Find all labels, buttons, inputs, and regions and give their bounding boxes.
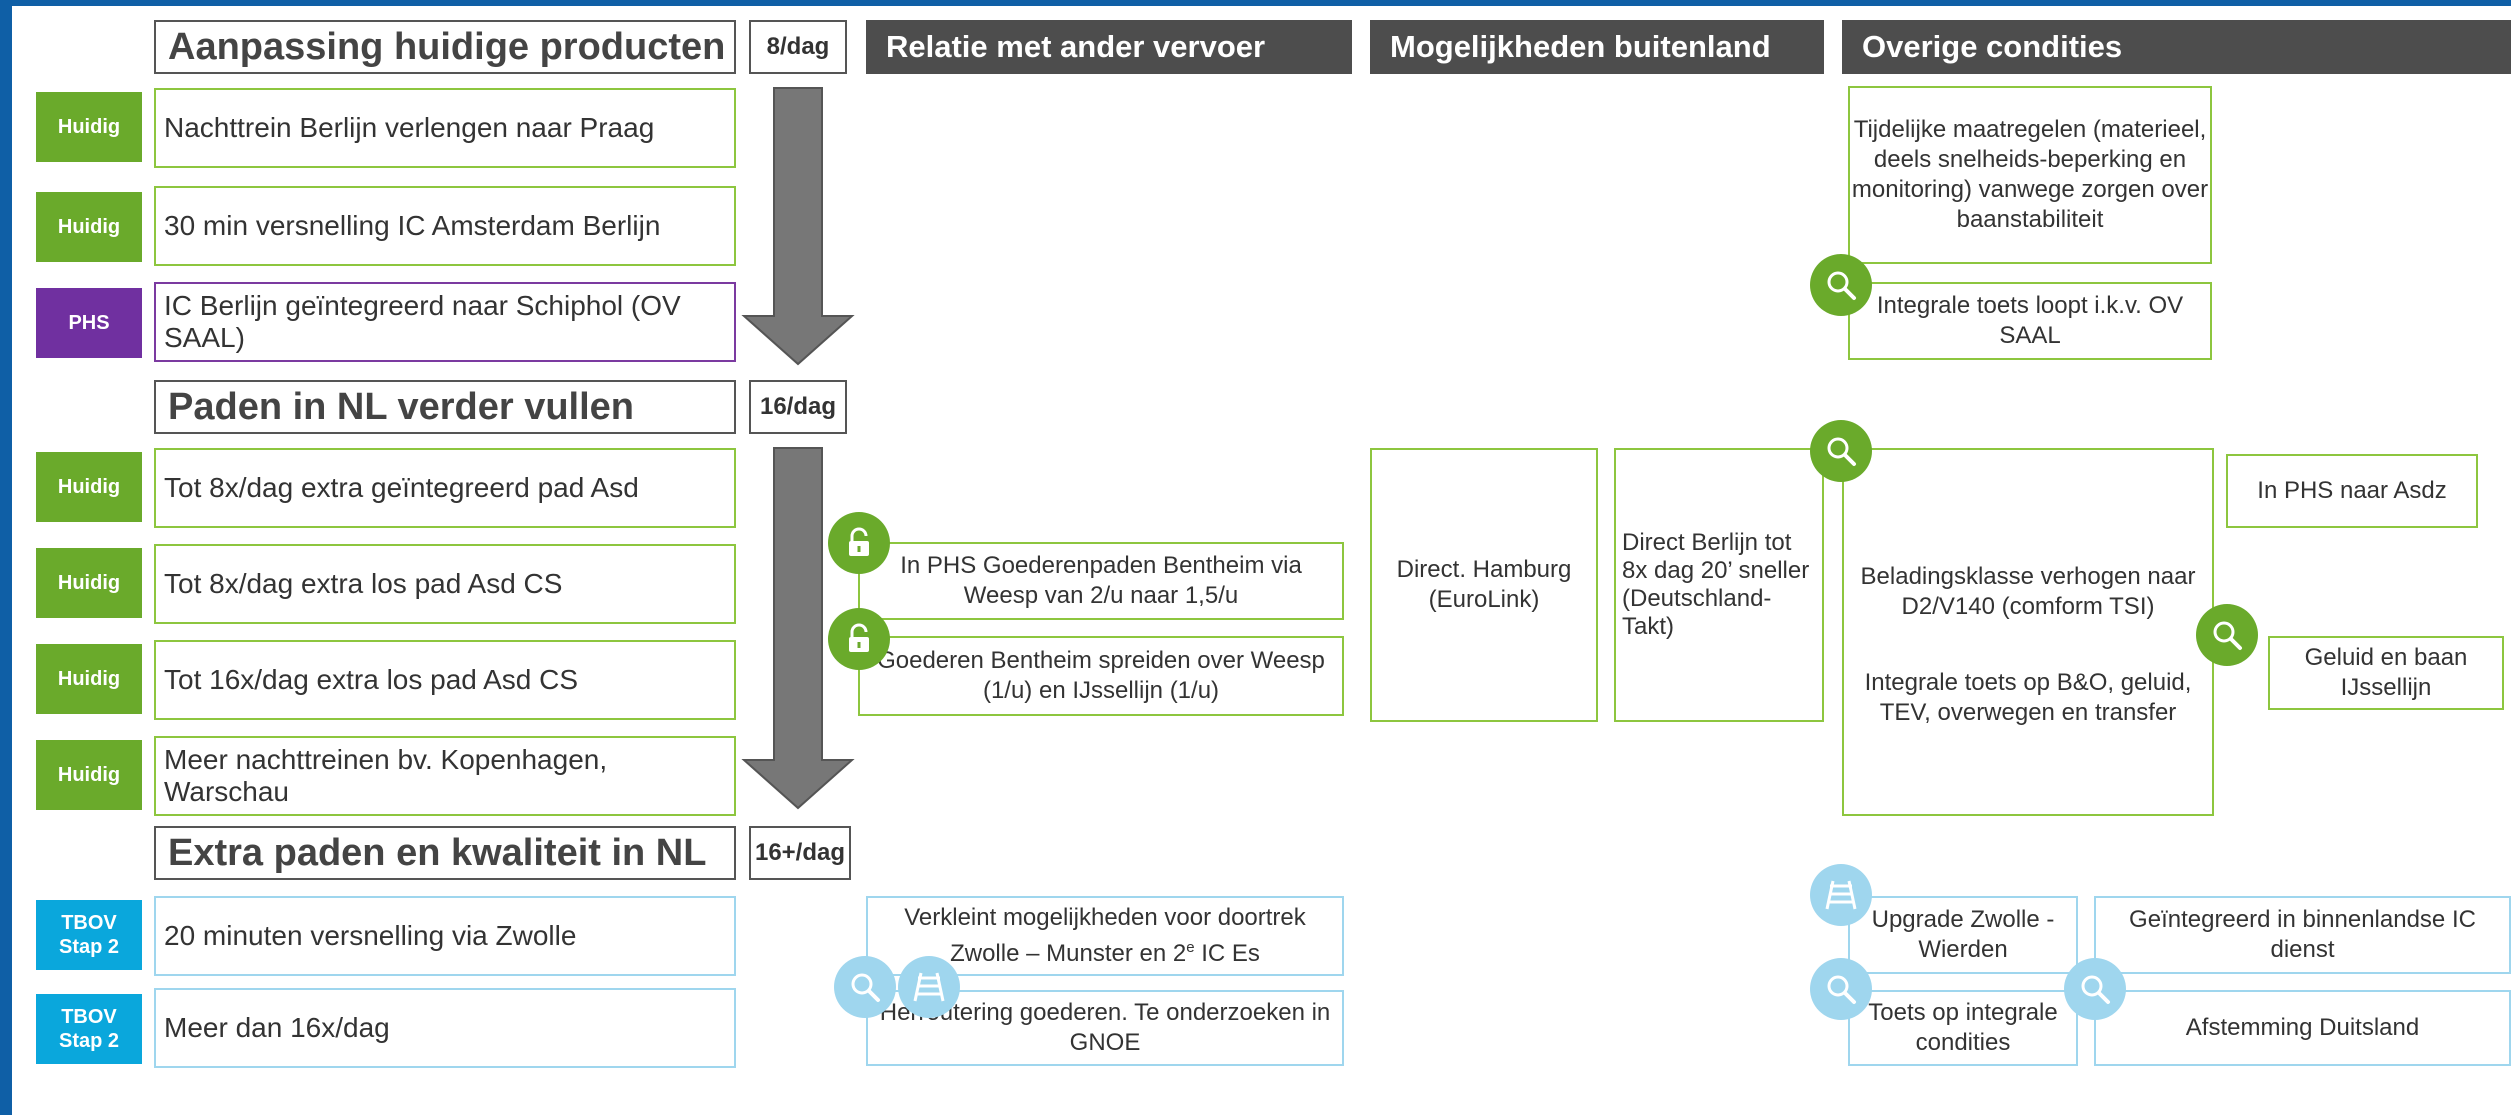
item-8x-geintegreerd: Tot 8x/dag extra geïntegreerd pad Asd [154, 448, 736, 528]
relatie-goederen-spreiden: Goederen Bentheim spreiden over Weesp (1… [858, 636, 1344, 716]
railway-track-icon [898, 956, 960, 1018]
conditie-afstemming-duitsland: Afstemming Duitsland [2094, 990, 2511, 1066]
tag-huidig: Huidig [36, 644, 142, 714]
relatie-doortrek-text: Verkleint mogelijkheden voor doortrek Zw… [904, 904, 1306, 967]
item-versnelling-zwolle: 20 minuten versnelling via Zwolle [154, 896, 736, 976]
down-arrow-2 [741, 447, 855, 810]
conditie-geintegreerd-ic: Geïntegreerd in binnenlandse IC dienst [2094, 896, 2511, 974]
item-meer-dan-16x: Meer dan 16x/dag [154, 988, 736, 1068]
tag-huidig: Huidig [36, 740, 142, 810]
conditie-beladingsklasse: Beladingsklasse verhogen naar D2/V140 (c… [1842, 448, 2214, 816]
item-ic-schiphol: IC Berlijn geïntegreerd naar Schiphol (O… [154, 282, 736, 362]
tag-huidig: Huidig [36, 452, 142, 522]
conditie-beladingsklasse-text: Beladingsklasse verhogen naar D2/V140 (c… [1860, 563, 2196, 620]
buitenland-hamburg: Direct. Hamburg (EuroLink) [1370, 448, 1598, 722]
rate-badge-16: 16/dag [749, 380, 847, 434]
lock-open-icon [828, 512, 890, 574]
magnifier-icon [1810, 420, 1872, 482]
conditie-geluid-ijssellijn: Geluid en baan IJssellijn [2268, 636, 2504, 710]
conditie-toets-integrale: Toets op integrale condities [1848, 990, 2078, 1066]
down-arrow-1 [741, 87, 855, 366]
conditie-phs-asdz: In PHS naar Asdz [2226, 454, 2478, 528]
heading-extra-paden: Extra paden en kwaliteit in NL [154, 826, 736, 880]
buitenland-berlijn: Direct Berlijn tot 8x dag 20’ sneller (D… [1614, 448, 1824, 722]
item-16x-los-pad: Tot 16x/dag extra los pad Asd CS [154, 640, 736, 720]
column-header-buitenland: Mogelijkheden buitenland [1370, 20, 1824, 74]
rate-badge-16plus: 16+/dag [749, 826, 851, 880]
column-header-condities: Overige condities [1842, 20, 2511, 74]
conditie-integrale-toets-bo: Integrale toets op B&O, geluid, TEV, ove… [1864, 669, 2192, 726]
relatie-doortrek-text-end: IC Es [1194, 940, 1260, 967]
tag-phs: PHS [36, 288, 142, 358]
magnifier-icon [2064, 958, 2126, 1020]
heading-paden: Paden in NL verder vullen [154, 380, 736, 434]
rate-badge-8: 8/dag [749, 20, 847, 74]
item-nachttreinen: Meer nachttreinen bv. Kopenhagen, Warsch… [154, 736, 736, 816]
tag-huidig: Huidig [36, 192, 142, 262]
lock-open-icon [828, 608, 890, 670]
item-nachttrein-praag: Nachttrein Berlijn verlengen naar Praag [154, 88, 736, 168]
item-8x-los-pad: Tot 8x/dag extra los pad Asd CS [154, 544, 736, 624]
item-versnelling-ic: 30 min versnelling IC Amsterdam Berlijn [154, 186, 736, 266]
conditie-integrale-toets-ov-saal: Integrale toets loopt i.k.v. OV SAAL [1848, 282, 2212, 360]
relatie-goederenpaden-bentheim: In PHS Goederenpaden Bentheim via Weesp … [858, 542, 1344, 620]
conditie-upgrade-zwolle: Upgrade Zwolle - Wierden [1848, 896, 2078, 974]
tag-huidig: Huidig [36, 92, 142, 162]
tag-tbov-line1: TBOV [61, 912, 117, 934]
railway-track-icon [1810, 864, 1872, 926]
tag-huidig: Huidig [36, 548, 142, 618]
heading-aanpassing: Aanpassing huidige producten [154, 20, 736, 74]
tag-tbov-line2: Stap 2 [58, 936, 120, 958]
magnifier-icon [1810, 958, 1872, 1020]
relatie-doortrek-sup: e [1186, 939, 1195, 956]
tag-tbov-line2: Stap 2 [58, 1030, 120, 1052]
magnifier-icon [834, 956, 896, 1018]
magnifier-icon [1810, 254, 1872, 316]
magnifier-icon [2196, 604, 2258, 666]
column-header-relatie: Relatie met ander vervoer [866, 20, 1352, 74]
tag-tbov-line1: TBOV [61, 1006, 117, 1028]
conditie-tijdelijke-maatregelen: Tijdelijke maatregelen (materieel, deels… [1848, 86, 2212, 264]
